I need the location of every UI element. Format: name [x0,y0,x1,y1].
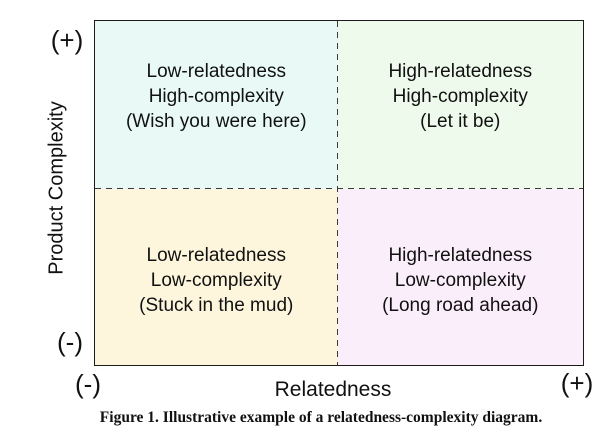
quadrant-high-relatedness-low-complexity: High-relatedness Low-complexity (Long ro… [337,188,583,365]
quadrant-label-line: (Wish you were here) [125,111,307,132]
quadrant-label-line: High-relatedness [388,61,533,82]
quadrant-low-relatedness-low-complexity: Low-relatedness Low-complexity (Stuck in… [95,188,338,365]
y-axis-plus-label: (+) [50,25,84,55]
quadrant-label-line: Low-complexity [394,269,526,291]
quadrant-high-relatedness-high-complexity: High-relatedness High-complexity (Let it… [337,21,583,189]
x-axis-minus-label: (-) [75,369,101,399]
quadrant-label-line: Low-relatedness [146,244,286,266]
x-axis-title: Relatedness [274,378,392,401]
quadrant-label-line: High-complexity [148,86,284,107]
quadrant-label-line: (Long road ahead) [382,294,539,316]
y-axis-minus-label: (-) [57,327,83,357]
quadrant-label-line: (Let it be) [420,111,501,132]
quadrant-label-line: (Stuck in the mud) [139,294,294,316]
y-axis-title: Product Complexity [45,101,68,275]
x-axis-plus-label: (+) [560,368,594,398]
quadrant-label-line: Low-relatedness [146,61,286,82]
quadrant-label-line: High-complexity [392,86,528,107]
quadrant-low-relatedness-high-complexity: Low-relatedness High-complexity (Wish yo… [95,21,338,189]
figure-caption: Figure 1. Illustrative example of a rela… [99,409,543,426]
quadrant-plot-area: Low-relatedness High-complexity (Wish yo… [94,20,584,366]
vertical-dashed-divider [336,21,339,365]
horizontal-dashed-divider [95,187,583,190]
quadrant-label-line: High-relatedness [388,244,533,266]
quadrant-label-line: Low-complexity [150,269,282,291]
